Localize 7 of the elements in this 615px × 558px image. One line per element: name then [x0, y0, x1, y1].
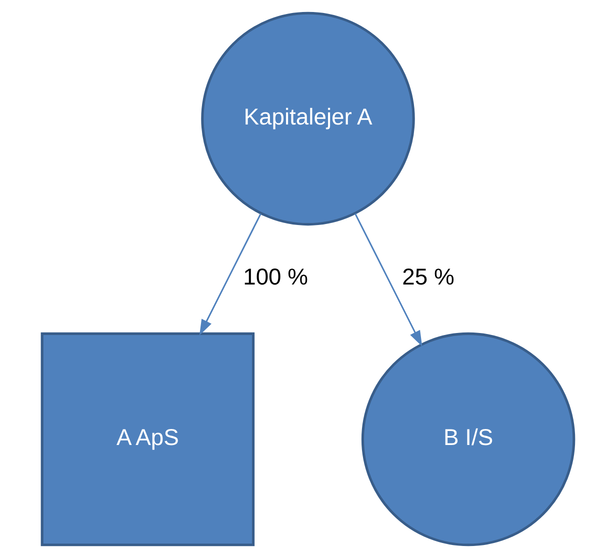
- arrow: [354, 213, 422, 346]
- edge-label: 100 %: [242, 264, 308, 290]
- node-circle: B I/S: [360, 332, 575, 546]
- arrow: [198, 213, 261, 336]
- edge-label: 25 %: [402, 264, 454, 290]
- node-box: A ApS: [40, 332, 254, 546]
- node-circle: Kapitalejer A: [200, 12, 414, 226]
